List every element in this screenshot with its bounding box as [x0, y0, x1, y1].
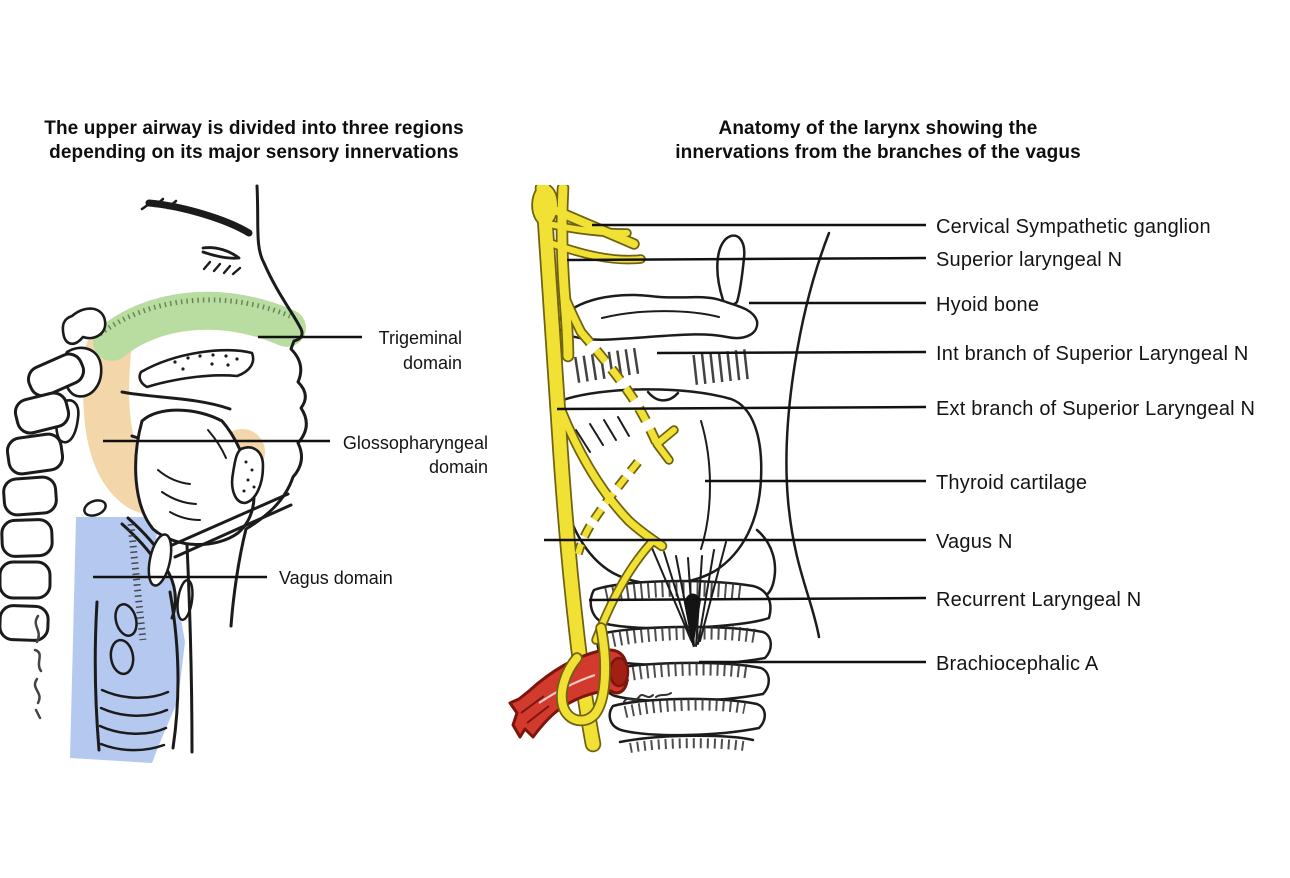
ganglion-branch — [546, 221, 630, 236]
eyebrow-hatch — [140, 197, 178, 211]
label-recurrent-laryngeal-n: Recurrent Laryngeal N — [936, 589, 1141, 611]
tracheal-ring — [608, 697, 766, 737]
trigeminal-domain-label: Trigeminal — [379, 328, 462, 348]
cervical-vertebrae — [0, 352, 86, 642]
vertebra — [0, 604, 50, 642]
eyebrow-stroke — [145, 199, 253, 237]
right-title-line1: Anatomy of the larynx showing the — [718, 118, 1038, 139]
artery-torn-edge-lines — [520, 695, 550, 724]
glossopharyngeal-domain-label: Glossopharyngeal — [343, 433, 488, 453]
trigeminal-domain-label2: domain — [403, 353, 462, 373]
right-leader-lines — [544, 223, 927, 664]
vocal-fold-oval — [114, 603, 138, 637]
right-title-line2: innervations from the branches of the va… — [675, 141, 1081, 163]
leader-ext-branch — [556, 405, 927, 411]
label-int-branch: Int branch of Superior Laryngeal N — [936, 343, 1249, 365]
jaw-floor-lines — [168, 492, 293, 559]
pharyngeal-wall-fringe — [127, 523, 147, 641]
larynx-sketch-ink — [556, 231, 831, 753]
head-sketch-ink — [0, 184, 308, 754]
v-dark-wedge — [684, 593, 701, 648]
thyroid-notch — [646, 390, 680, 402]
label-vagus-n: Vagus N — [936, 531, 1013, 553]
left-leader-lines — [93, 335, 362, 579]
internal-branch-fork — [654, 427, 677, 463]
left-title-line1: The upper airway is divided into three r… — [44, 118, 464, 139]
right-figure-title: Anatomy of the larynx showing the innerv… — [618, 117, 1138, 164]
vertebra — [0, 560, 52, 600]
thyroid-oblique-line — [700, 420, 711, 550]
tracheal-ring-hatch — [629, 738, 745, 753]
cervical-ganglion-mass — [533, 185, 557, 225]
brachiocephalic-artery — [508, 648, 630, 739]
label-cervical-sympathetic-ganglion: Cervical Sympathetic ganglion — [936, 216, 1211, 238]
glossopharyngeal-domain-label2: domain — [429, 457, 488, 477]
artist-signature-scribble — [33, 614, 43, 720]
leader-recurrent-laryngeal — [588, 596, 927, 602]
trachea-ring-lines — [98, 688, 170, 752]
label-ext-branch: Ext branch of Superior Laryngeal N — [936, 398, 1255, 420]
thyrohyoid-membrane-hatch — [692, 349, 750, 385]
hyoid-inner-line — [601, 310, 720, 319]
leader-int-branch — [656, 350, 927, 355]
trigeminal-region-hatching — [98, 297, 291, 337]
skull-base-bone — [61, 307, 107, 346]
neck-contour-line — [785, 231, 831, 639]
leader-superior-laryngeal — [566, 256, 927, 262]
palate-stipple-dots — [173, 353, 239, 371]
soft-palate-upper-line — [120, 390, 232, 411]
thyroid-lamina-bone — [147, 533, 173, 587]
cartilage-sliver — [176, 578, 194, 622]
tracheal-ring-partial — [618, 734, 755, 744]
upper-airway-sagittal-diagram: Trigeminal domain Glossopharyngeal domai… — [0, 184, 488, 763]
label-superior-laryngeal-n: Superior laryngeal N — [936, 249, 1122, 271]
vertebra — [13, 391, 71, 435]
hyoid-cross-section — [83, 499, 107, 517]
epiglottis-tip — [716, 234, 746, 306]
tongue-shading-lines — [157, 429, 227, 521]
larynx-innervation-diagram: Cervical Sympathetic ganglion Superior l… — [508, 185, 1255, 753]
label-hyoid-bone: Hyoid bone — [936, 294, 1039, 316]
neck-front-line — [185, 543, 194, 754]
mandible-stipple-dots — [242, 460, 256, 493]
artist-signature-scribble — [623, 692, 672, 703]
tracheal-ring — [602, 661, 770, 703]
eyelash-hatch — [202, 260, 242, 276]
tracheal-ring-hatch — [611, 625, 757, 647]
vertebra — [5, 432, 65, 476]
label-thyroid-cartilage: Thyroid cartilage — [936, 472, 1087, 494]
mandible-bone — [230, 446, 265, 505]
internal-branch-lower-dashed — [575, 460, 641, 555]
thyroid-cartilage-shape — [556, 388, 763, 586]
label-brachiocephalic-a: Brachiocephalic A — [936, 653, 1099, 675]
tongue-outline — [134, 408, 256, 546]
tracheal-ring-hatch — [617, 661, 753, 683]
trigeminal-domain-region — [93, 291, 306, 361]
face-profile-line — [229, 184, 308, 628]
left-diagram-labels: Trigeminal domain Glossopharyngeal domai… — [279, 328, 488, 588]
vocal-fold-oval — [109, 638, 135, 676]
eye-lid-line — [201, 246, 241, 260]
thyrohyoid-membrane-hatch — [574, 347, 644, 383]
artery-lumen-opening — [608, 656, 630, 688]
internal-branch-dashed — [578, 329, 661, 446]
thyroid-side-hatch — [575, 416, 630, 453]
superior-laryngeal-descending — [562, 296, 585, 336]
artery-body — [508, 648, 629, 739]
left-figure-title: The upper airway is divided into three r… — [8, 117, 500, 164]
recurrent-loop-path — [557, 624, 610, 725]
external-branch — [557, 406, 666, 550]
right-diagram-labels: Cervical Sympathetic ganglion Superior l… — [936, 216, 1255, 675]
recurrent-laryngeal-loop — [557, 624, 610, 725]
vagus-domain-label: Vagus domain — [279, 568, 393, 588]
vertebra — [0, 518, 54, 558]
vertebra — [2, 475, 58, 517]
vertebra — [26, 352, 86, 398]
hard-palate-bone — [138, 348, 255, 389]
left-title-line2: depending on its major sensory innervati… — [49, 141, 459, 163]
trachea-side-walls — [93, 590, 180, 752]
